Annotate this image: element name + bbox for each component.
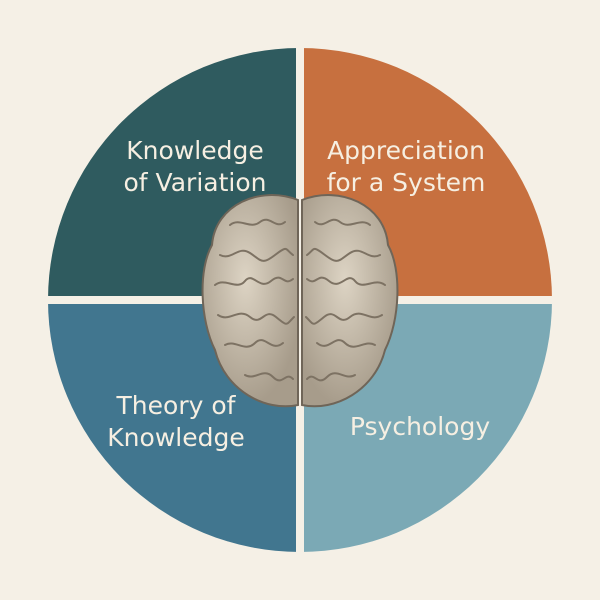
label-line: of Variation: [123, 168, 267, 197]
brain-icon: [201, 194, 399, 408]
label-line: Appreciation: [327, 136, 485, 165]
label-line: for a System: [326, 168, 486, 197]
label-line: Knowledge: [126, 136, 264, 165]
label-psychology: Psychology: [320, 411, 520, 443]
label-appreciation-for-a-system: Appreciation for a System: [306, 135, 506, 199]
label-knowledge-of-variation: Knowledge of Variation: [95, 135, 295, 199]
label-theory-of-knowledge: Theory of Knowledge: [76, 390, 276, 454]
label-line: Theory of: [116, 391, 236, 420]
label-line: Psychology: [349, 412, 491, 441]
label-line: Knowledge: [107, 423, 245, 452]
